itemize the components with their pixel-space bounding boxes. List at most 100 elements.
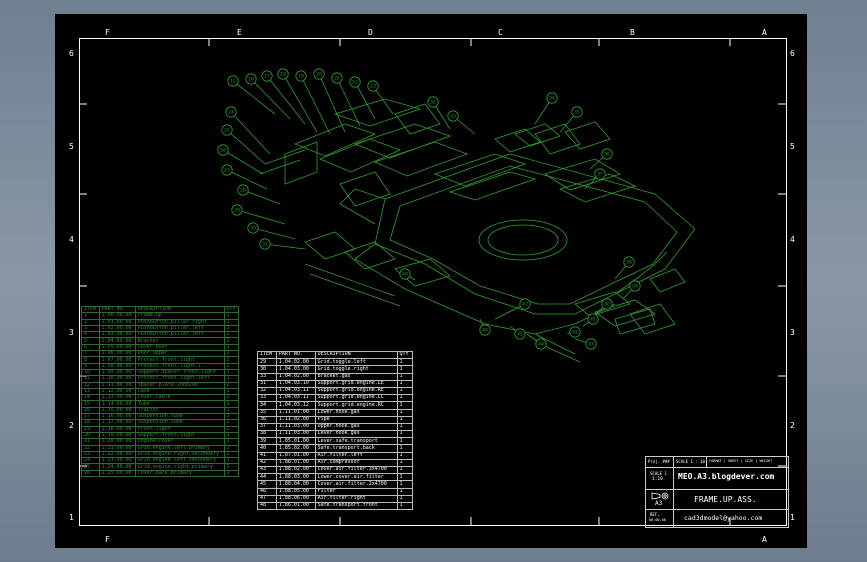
balloon-callout: 34 bbox=[534, 92, 558, 125]
balloon-callout: 39 bbox=[622, 280, 641, 300]
table-cell: 1 bbox=[396, 422, 413, 432]
balloon-circle bbox=[571, 106, 583, 118]
table-cell: 1 bbox=[396, 465, 413, 475]
zone-label: 5 bbox=[790, 142, 795, 151]
table-cell: 1.11.02.00 bbox=[275, 415, 316, 424]
balloon-circle bbox=[623, 256, 635, 268]
balloon-circle bbox=[221, 124, 233, 136]
lower-panel bbox=[344, 241, 396, 270]
frame-ticks bbox=[79, 38, 786, 525]
balloon-leader bbox=[242, 189, 281, 205]
table-cell: 1.88.05.00 bbox=[275, 487, 316, 496]
grid-panel bbox=[284, 141, 318, 185]
table-cell: 1 bbox=[396, 480, 413, 489]
table-cell: 1.88.02.00 bbox=[275, 465, 316, 475]
balloon-callout: 26 bbox=[217, 144, 264, 175]
right-grid bbox=[564, 121, 611, 150]
table-cell: 1.88.04.00 bbox=[275, 480, 316, 489]
balloon-number: 31 bbox=[262, 242, 268, 248]
balloon-number: 41 bbox=[590, 317, 596, 323]
zone-label: A bbox=[762, 535, 767, 544]
table-cell: 1 bbox=[223, 438, 240, 446]
balloon-circle bbox=[546, 92, 558, 104]
table-cell: Support.grid.engine.RE bbox=[314, 386, 398, 396]
table-cell: 1.14.00.00 bbox=[98, 400, 136, 408]
table-cell: 1 bbox=[396, 394, 413, 403]
balloon-leader bbox=[372, 85, 394, 115]
rail-pieces bbox=[259, 149, 306, 175]
zone-label: 3 bbox=[790, 328, 795, 337]
table-cell: Air.filter.left bbox=[314, 451, 398, 460]
balloon-callout: 30 bbox=[247, 222, 296, 240]
column-header: PART NO. bbox=[275, 350, 316, 360]
table-cell: Support.spacer.front.light bbox=[134, 368, 225, 377]
grid-block bbox=[394, 103, 441, 135]
table-cell: 1.85.02.00 bbox=[275, 444, 316, 453]
title-block-scale-caption: SCALE 1 bbox=[650, 471, 667, 476]
table-cell: 1.06.00.00 bbox=[98, 350, 136, 358]
title-block-ref-label: REF. bbox=[650, 512, 660, 517]
table-cell: 1.24.00.00 bbox=[98, 463, 136, 471]
balloon-circle bbox=[313, 68, 325, 80]
balloon-circle bbox=[331, 72, 343, 84]
zone-label: 1 bbox=[790, 513, 795, 522]
balloon-number: 40 bbox=[604, 302, 610, 308]
balloon-number: 46 bbox=[482, 328, 488, 334]
title-block-ref-value: 00.00.00 bbox=[649, 518, 666, 522]
balloon-leader bbox=[230, 111, 271, 155]
table-cell: 1 bbox=[396, 444, 413, 453]
balloon-circle bbox=[594, 168, 606, 180]
table-cell: 1 bbox=[396, 386, 413, 396]
front-light bbox=[649, 268, 686, 293]
zone-label: 2 bbox=[790, 421, 795, 430]
balloon-circle bbox=[237, 184, 249, 196]
balloon-circle bbox=[231, 204, 243, 216]
table-cell: 1 bbox=[396, 437, 413, 446]
zone-label: 3 bbox=[69, 328, 74, 337]
right-panel bbox=[494, 128, 541, 153]
lower-left-cluster bbox=[304, 231, 451, 307]
balloon-circle bbox=[277, 68, 289, 80]
table-cell: 1 bbox=[396, 415, 413, 424]
zone-label: E bbox=[237, 28, 242, 37]
balloon-callout: 47 bbox=[494, 298, 531, 320]
table-cell: Grid.toggle.right bbox=[314, 365, 398, 374]
cab-panel bbox=[318, 138, 402, 173]
engine-ring-outer bbox=[478, 219, 568, 261]
table-cell: 1.11.01.00 bbox=[275, 408, 316, 417]
table-cell: 1.00.00.00 bbox=[98, 312, 136, 320]
cab-panel bbox=[293, 123, 377, 157]
title-block-scale-label: SCALE 1 : 10 bbox=[676, 459, 705, 464]
balloon-circle bbox=[349, 76, 361, 88]
balloon-circle bbox=[514, 328, 526, 340]
table-cell: Bracket.gas bbox=[314, 372, 398, 381]
table-cell: 41 bbox=[257, 451, 277, 460]
column-header: PART NO. bbox=[98, 305, 136, 314]
balloon-number: 24 bbox=[228, 110, 234, 116]
zone-label: A bbox=[762, 28, 767, 37]
balloon-number: 35 bbox=[574, 110, 580, 116]
title-block-site: MEO.A3.blogdever.com bbox=[678, 472, 775, 481]
balloon-callout: 32 bbox=[427, 96, 451, 130]
balloon-number: 36 bbox=[604, 152, 610, 158]
table-cell: 1 bbox=[396, 358, 413, 367]
balloon-circle bbox=[261, 70, 273, 82]
balloon-number: 42 bbox=[572, 330, 578, 336]
table-cell: 1 bbox=[223, 450, 240, 459]
projection-symbol-icon bbox=[651, 492, 669, 500]
table-cell: 1.87.01.00 bbox=[275, 451, 316, 460]
